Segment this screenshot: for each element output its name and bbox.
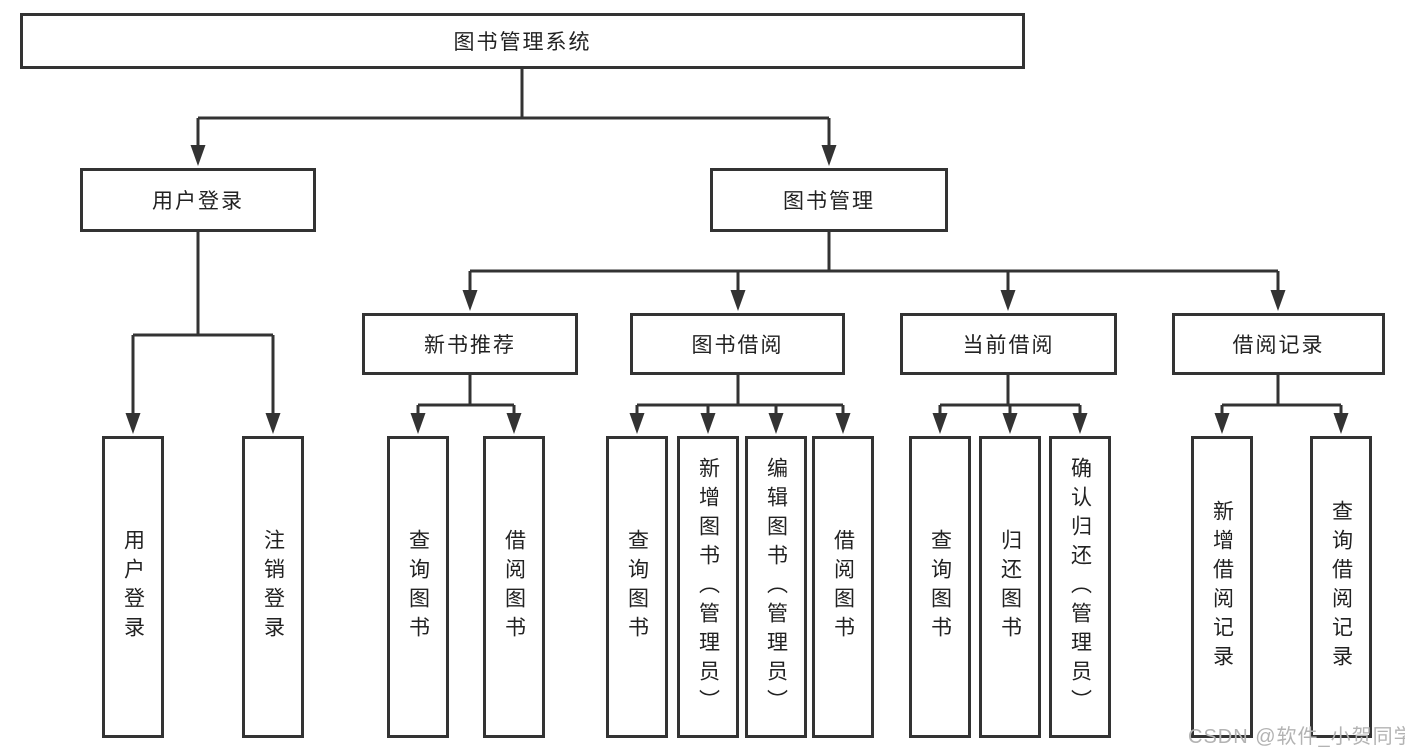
leaf-label: 查询借阅记录	[1329, 500, 1353, 674]
leaf-add-borrow-record: 新增借阅记录	[1191, 436, 1253, 738]
leaf-user-login: 用户登录	[102, 436, 164, 738]
watermark: CSDN @软件_小贺同学	[1188, 726, 1405, 747]
connector-user-login-to-leaves	[131, 232, 275, 418]
node-borrow-records: 借阅记录	[1172, 313, 1385, 375]
leaf-label: 注销登录	[261, 529, 285, 645]
leaf-label: 用户登录	[121, 529, 145, 645]
leaf-query-books-current: 查询图书	[909, 436, 971, 738]
leaf-add-book-admin: 新增图书（管理员）	[677, 436, 739, 738]
leaf-borrow-books: 借阅图书	[812, 436, 874, 738]
connector-new-book-recommend-to-leaves	[416, 375, 516, 419]
leaf-label: 新增图书（管理员）	[696, 456, 720, 718]
leaf-label: 查询图书	[406, 529, 430, 645]
leaf-logout: 注销登录	[242, 436, 304, 738]
leaf-label: 查询图书	[928, 529, 952, 645]
node-new-book-recommend: 新书推荐	[362, 313, 578, 375]
leaf-label: 借阅图书	[831, 529, 855, 645]
node-user-login: 用户登录	[80, 168, 316, 232]
node-book-management: 图书管理	[710, 168, 948, 232]
connector-borrow-records-to-leaves	[1220, 375, 1343, 419]
node-library-management-system: 图书管理系统	[20, 13, 1025, 69]
connector-root-to-level2	[196, 68, 831, 150]
leaf-return-books: 归还图书	[979, 436, 1041, 738]
node-book-borrow: 图书借阅	[630, 313, 845, 375]
leaf-label: 借阅图书	[502, 529, 526, 645]
leaf-query-books-recommend: 查询图书	[387, 436, 449, 738]
leaf-query-books-borrow: 查询图书	[606, 436, 668, 738]
leaf-label: 编辑图书（管理员）	[764, 456, 788, 718]
leaf-confirm-return-admin: 确认归还（管理员）	[1049, 436, 1111, 738]
connector-current-borrow-to-leaves	[938, 375, 1082, 419]
node-current-borrow: 当前借阅	[900, 313, 1117, 375]
leaf-label: 确认归还（管理员）	[1068, 456, 1092, 718]
leaf-borrow-books-recommend: 借阅图书	[483, 436, 545, 738]
connector-book-borrow-to-leaves	[635, 375, 845, 419]
connector-book-management-to-level3	[468, 232, 1280, 296]
leaf-label: 归还图书	[998, 529, 1022, 645]
leaf-edit-book-admin: 编辑图书（管理员）	[745, 436, 807, 738]
leaf-label: 新增借阅记录	[1210, 500, 1234, 674]
leaf-query-borrow-record: 查询借阅记录	[1310, 436, 1372, 738]
leaf-label: 查询图书	[625, 529, 649, 645]
